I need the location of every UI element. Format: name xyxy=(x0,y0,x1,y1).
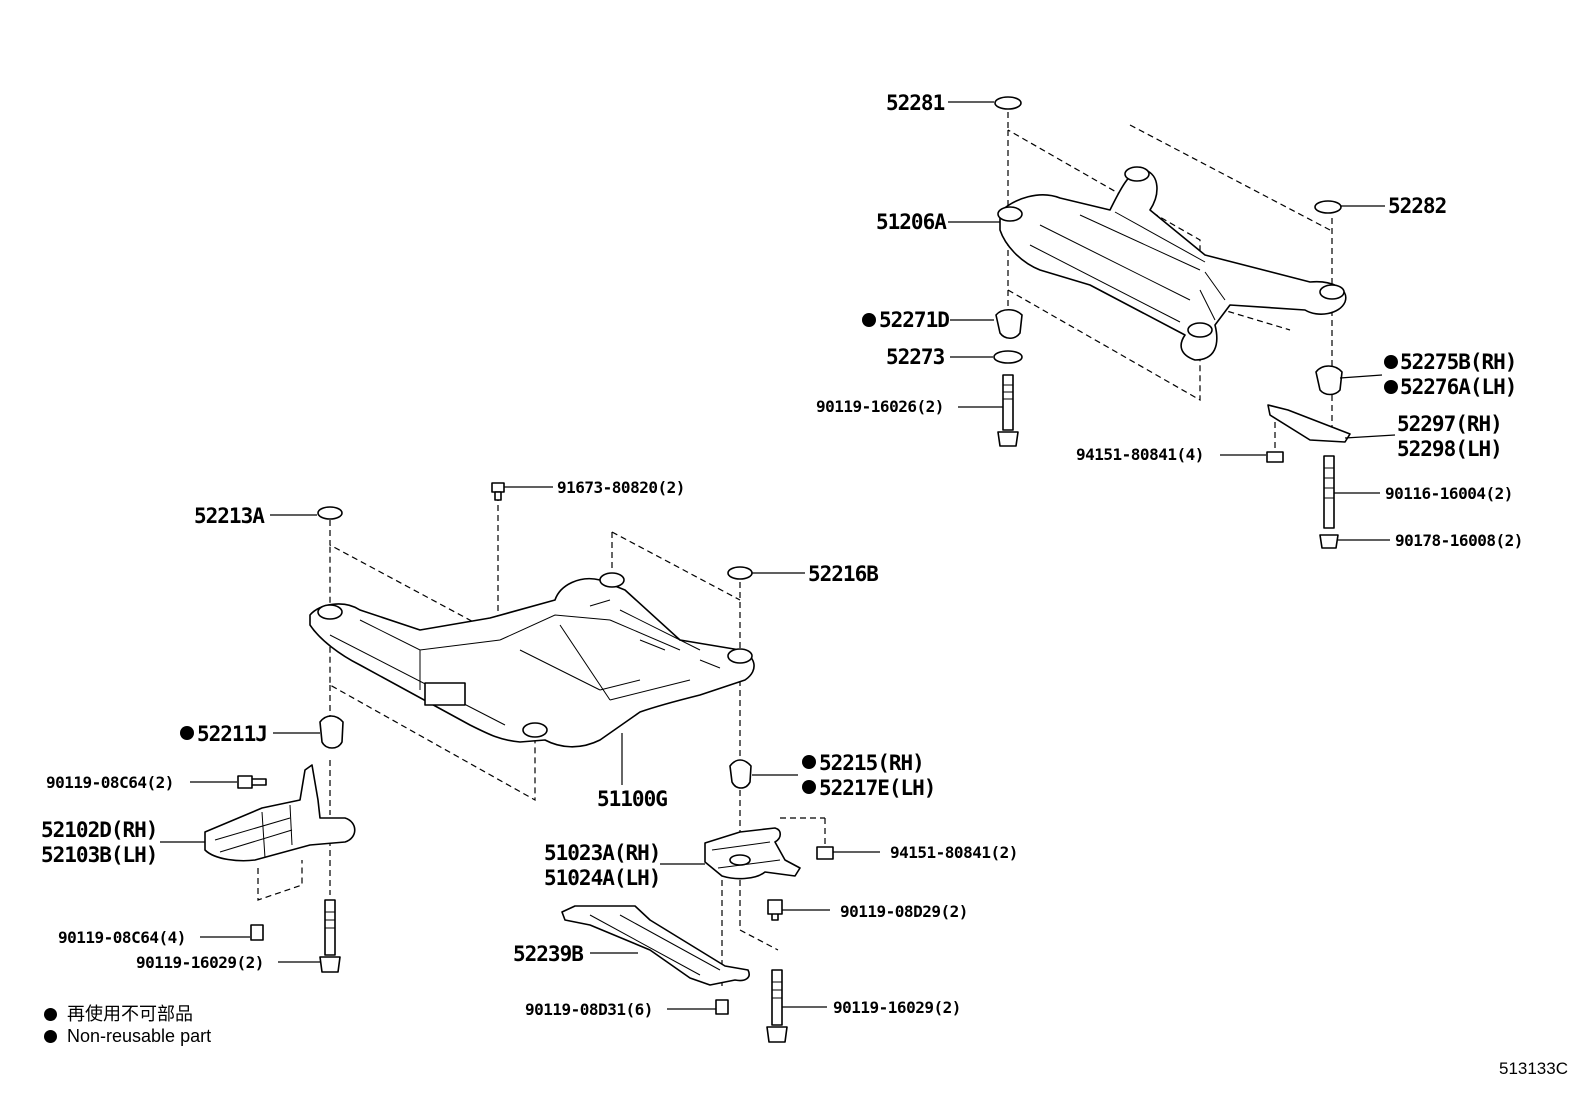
legend-text-en: Non-reusable part xyxy=(67,1026,212,1046)
label-52273: 52273 xyxy=(886,345,945,369)
label-52216B: 52216B xyxy=(808,562,878,586)
legend-line-jp: 再使用不可部品 xyxy=(44,1000,193,1026)
bolt-90119-08D29 xyxy=(767,899,783,921)
bullet-dot-icon xyxy=(44,1008,57,1021)
rear-member-group xyxy=(993,96,1351,549)
legend-line-en: Non-reusable part xyxy=(44,1026,211,1047)
label-94151-80841-2: 94151-80841(2) xyxy=(890,843,1018,862)
label-52211J: 52211J xyxy=(197,722,267,746)
label-52215: 52215(RH) xyxy=(819,751,924,775)
label-52271D: 52271D xyxy=(879,308,949,332)
bullet-dot-icon xyxy=(44,1030,57,1043)
legend-text-jp: 再使用不可部品 xyxy=(67,1004,193,1024)
label-51206A: 51206A xyxy=(876,210,947,234)
bushing-52275B xyxy=(1315,365,1343,396)
label-51024A: 51024A(LH) xyxy=(544,866,660,890)
bushing-52271D xyxy=(995,308,1023,340)
diagram-reference: 513133C xyxy=(1498,1059,1568,1078)
front-suspension-member xyxy=(309,578,755,748)
washer-52282 xyxy=(1314,200,1342,214)
stud-90116-16004 xyxy=(1323,455,1335,529)
bushing-52215 xyxy=(729,759,752,789)
bolt-90119-16029-left xyxy=(319,899,341,973)
label-52281: 52281 xyxy=(886,91,945,115)
bracket-52102D xyxy=(204,764,356,862)
nut-90178-16008 xyxy=(1319,534,1339,549)
washer-52273 xyxy=(993,350,1023,364)
rear-suspension-member xyxy=(999,169,1347,361)
front-member-group xyxy=(204,482,834,1043)
label-90119-08D31: 90119-08D31(6) xyxy=(525,1000,653,1019)
bolt-90119-16029-right xyxy=(766,969,788,1043)
label-90119-08C64-2: 90119-08C64(2) xyxy=(46,773,174,792)
label-52297: 52297(RH) xyxy=(1397,412,1502,436)
label-90119-16026: 90119-16026(2) xyxy=(816,397,944,416)
label-52298: 52298(LH) xyxy=(1397,437,1502,461)
leader-lines xyxy=(160,101,1396,1010)
nut-94151-80841-4 xyxy=(1266,451,1284,463)
label-52217E: 52217E(LH) xyxy=(819,776,935,800)
label-90116-16004: 90116-16004(2) xyxy=(1385,484,1513,503)
bolt-90119-16026 xyxy=(997,374,1019,447)
label-90119-16029-right: 90119-16029(2) xyxy=(833,998,961,1017)
label-90119-08D29: 90119-08D29(2) xyxy=(840,902,968,921)
non-reusable-markers xyxy=(180,313,1398,794)
bolt-90119-08C64-4 xyxy=(250,924,264,941)
washer-52281 xyxy=(994,96,1022,110)
label-94151-80841-4: 94151-80841(4) xyxy=(1076,445,1204,464)
label-52276A: 52276A(LH) xyxy=(1400,375,1516,399)
bolt-90119-08D31 xyxy=(715,999,729,1015)
brace-52239B xyxy=(561,905,750,986)
label-52275B: 52275B(RH) xyxy=(1400,350,1516,374)
label-51100G: 51100G xyxy=(597,787,667,811)
nut-94151-80841-2 xyxy=(816,846,834,860)
label-51023A: 51023A(RH) xyxy=(544,841,660,865)
label-90119-16029-left: 90119-16029(2) xyxy=(136,953,264,972)
washer-52216B xyxy=(727,566,753,580)
bushing-52211J xyxy=(319,715,344,749)
label-90119-08C64-4: 90119-08C64(4) xyxy=(58,928,186,947)
label-91673-80820: 91673-80820(2) xyxy=(557,478,685,497)
part-labels: 52281 51206A 52282 52271D 52273 90119-16… xyxy=(41,91,1523,1019)
label-52282: 52282 xyxy=(1388,194,1446,218)
bracket-52297 xyxy=(1267,404,1351,443)
bolt-90119-08C64-2 xyxy=(237,775,267,789)
washer-52213A xyxy=(317,506,343,520)
label-52102D: 52102D(RH) xyxy=(41,818,157,842)
bracket-51023A xyxy=(704,827,801,880)
label-52239B: 52239B xyxy=(513,942,583,966)
label-90178-16008: 90178-16008(2) xyxy=(1395,531,1523,550)
bolt-91673-80820 xyxy=(491,482,505,501)
label-52213A: 52213A xyxy=(194,504,265,528)
label-52103B: 52103B(LH) xyxy=(41,843,157,867)
